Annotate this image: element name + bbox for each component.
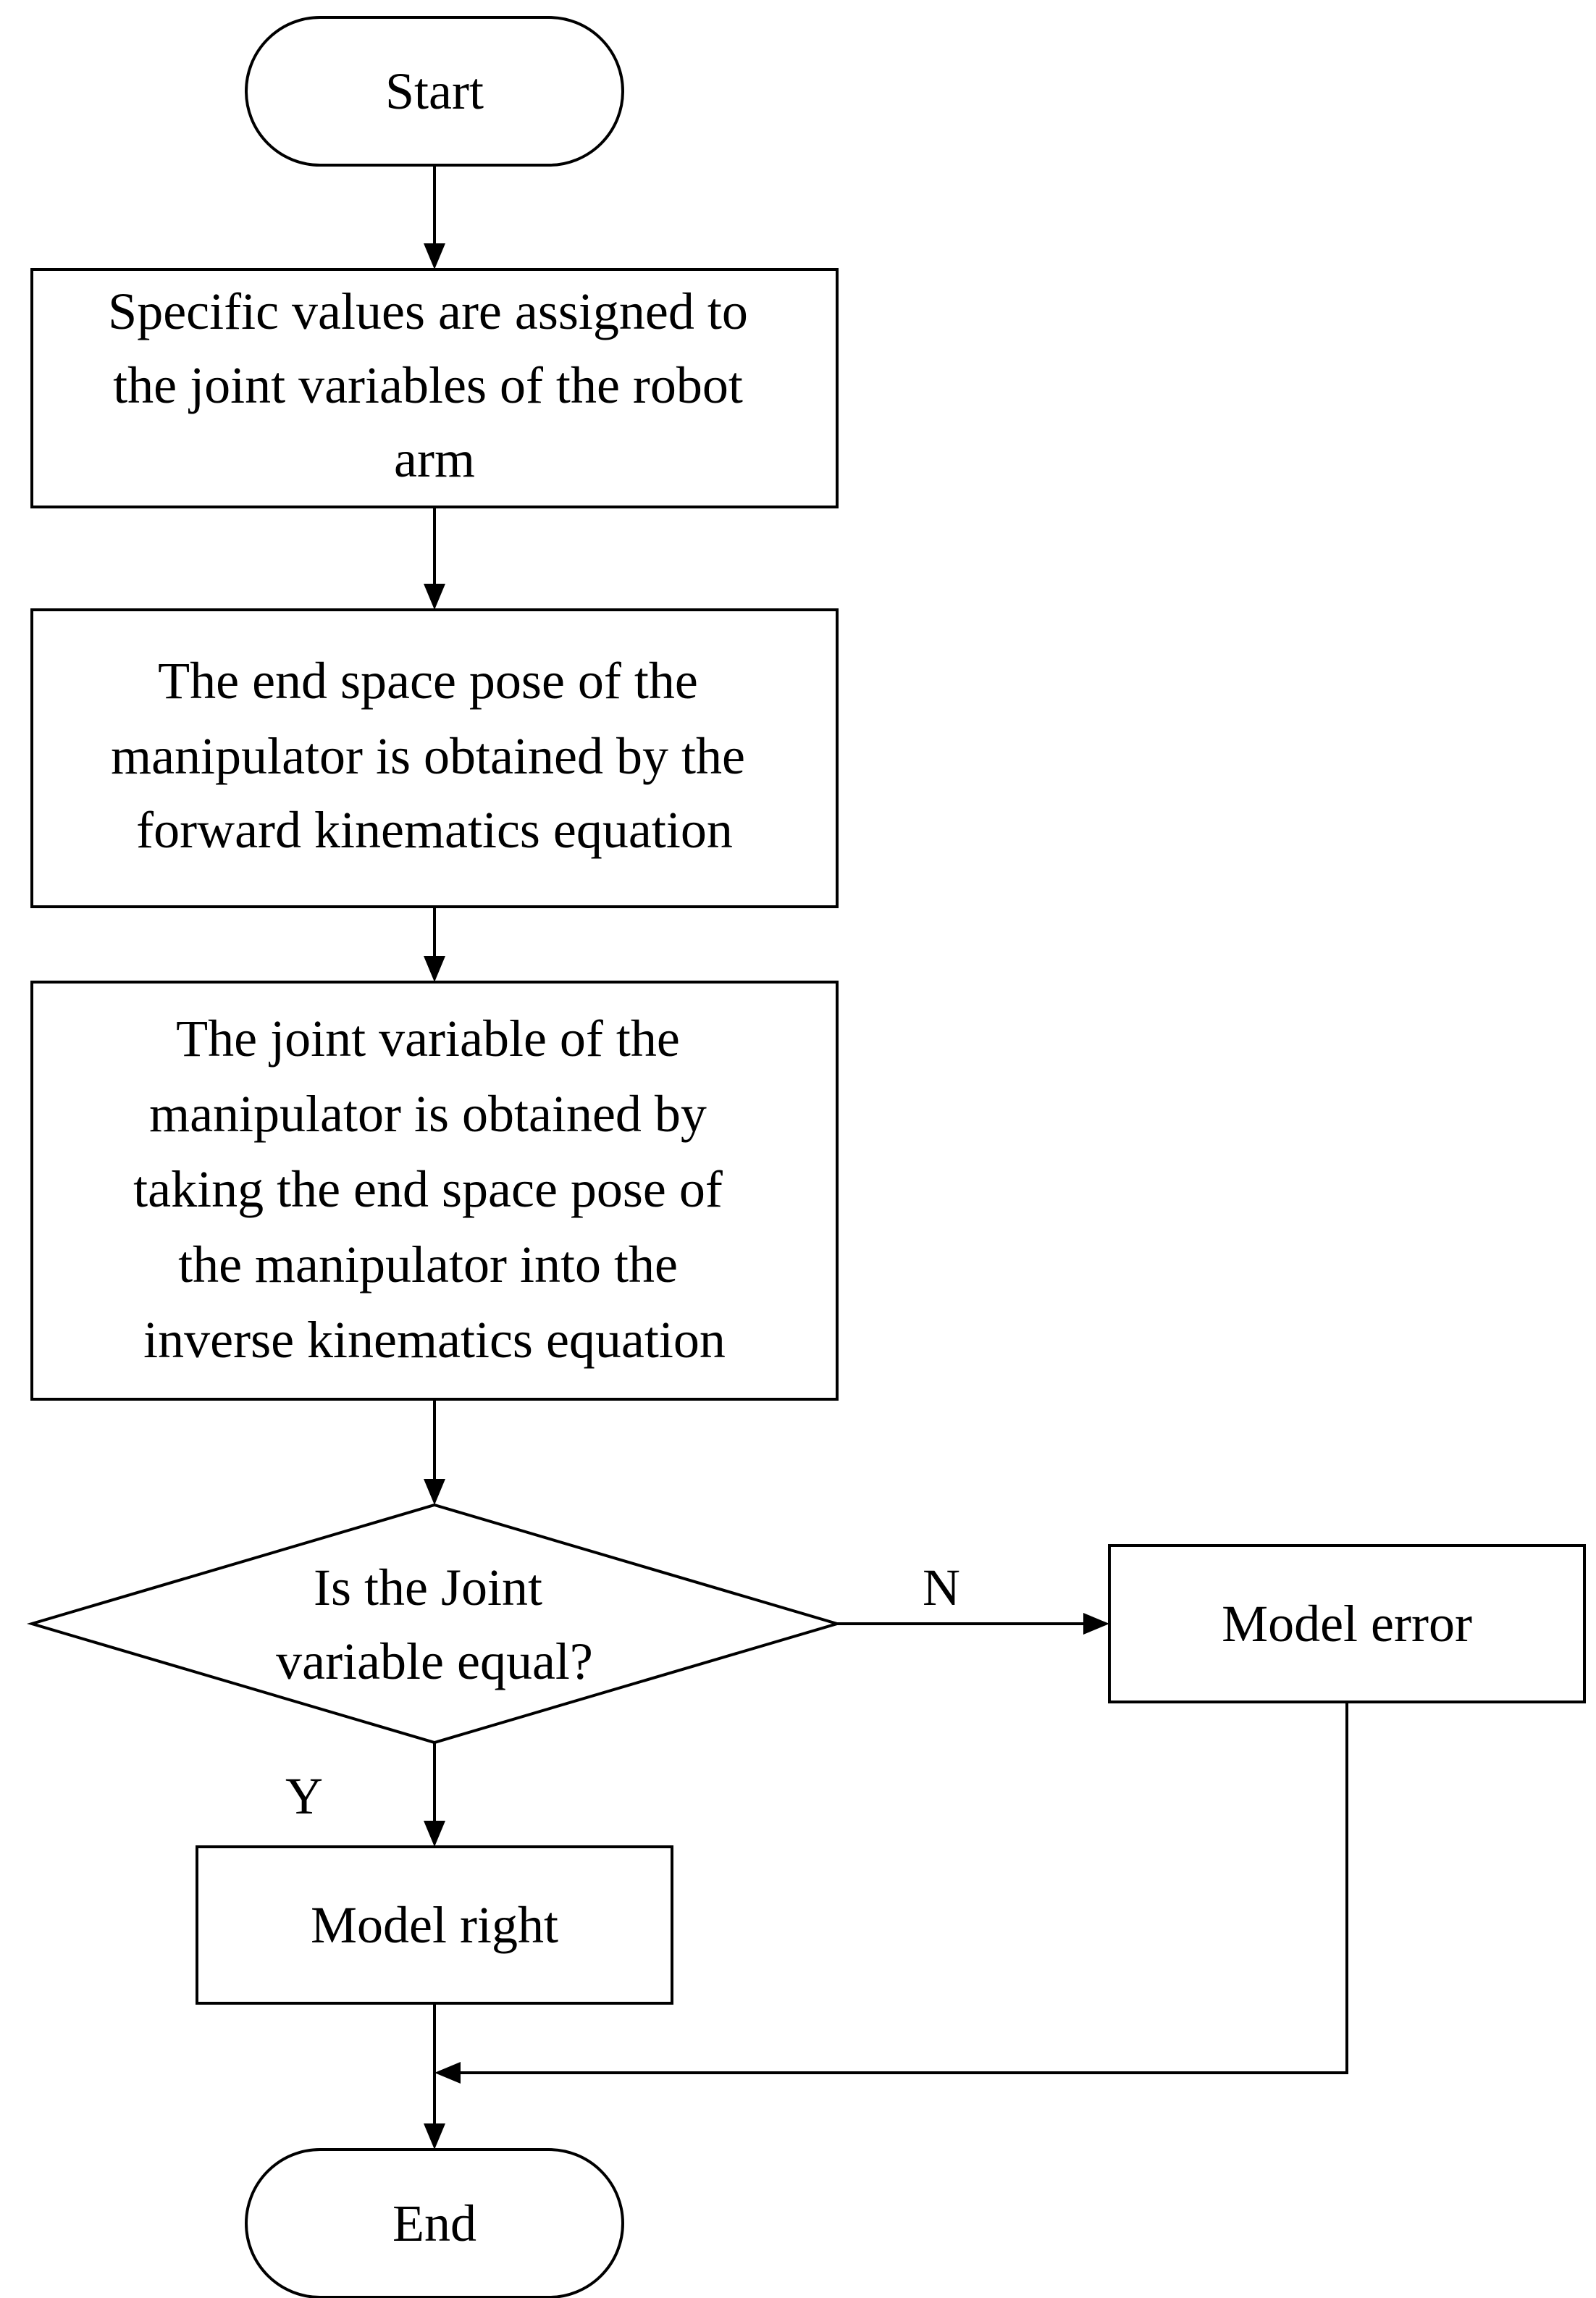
step2-line-2: manipulator is obtained by the (111, 727, 745, 785)
start-node: Start (245, 16, 624, 167)
yes-branch-label: Y (285, 1767, 323, 1825)
step3-line-3: taking the end space pose of (133, 1160, 723, 1218)
no-branch-label: N (923, 1559, 960, 1616)
process-forward-kinematics: The end space pose of the manipulator is… (30, 608, 839, 908)
step3-line-4: the manipulator into the (178, 1236, 678, 1293)
arrow-right-to-end (424, 2003, 445, 2150)
decision-joint-variable-equal: Is the Joint variable equal? (26, 1503, 843, 1745)
step3-line-1: The joint variable of the (176, 1010, 680, 1068)
model-error-label: Model error (1222, 1595, 1472, 1653)
arrow-step1-to-step2 (424, 507, 445, 610)
arrow-start-to-step1 (424, 165, 445, 269)
step1-line-1: Specific values are assigned to (108, 282, 748, 340)
arrow-decision-no-to-error (837, 1613, 1109, 1635)
step1-line-3: arm (394, 430, 475, 488)
step2-line-3: forward kinematics equation (136, 801, 733, 859)
decision-line-2: variable equal? (276, 1632, 593, 1690)
model-right-node: Model right (196, 1845, 673, 2005)
arrow-error-to-merge (434, 1702, 1348, 2084)
start-label: Start (385, 62, 484, 120)
model-right-label: Model right (311, 1896, 558, 1954)
arrow-step3-to-decision (424, 1399, 445, 1505)
end-label: End (392, 2194, 476, 2252)
arrow-decision-yes-to-right (424, 1743, 445, 1847)
end-node: End (245, 2148, 624, 2298)
decision-line-1: Is the Joint (314, 1559, 542, 1616)
decision-text: Is the Joint variable equal? (276, 1559, 593, 1690)
process-assign-joint-values: Specific values are assigned to the join… (30, 268, 839, 508)
step1-line-2: the joint variables of the robot (113, 356, 743, 414)
arrow-step2-to-step3 (424, 907, 445, 982)
step3-text: The joint variable of the manipulator is… (133, 1010, 736, 1369)
step3-line-5: inverse kinematics equation (143, 1311, 726, 1369)
process-inverse-kinematics: The joint variable of the manipulator is… (30, 981, 839, 1401)
step2-text: The end space pose of the manipulator is… (111, 652, 758, 859)
step3-line-2: manipulator is obtained by (149, 1085, 707, 1143)
model-error-node: Model error (1108, 1544, 1586, 1703)
step1-text: Specific values are assigned to the join… (108, 282, 761, 488)
step2-line-1: The end space pose of the (158, 652, 698, 710)
